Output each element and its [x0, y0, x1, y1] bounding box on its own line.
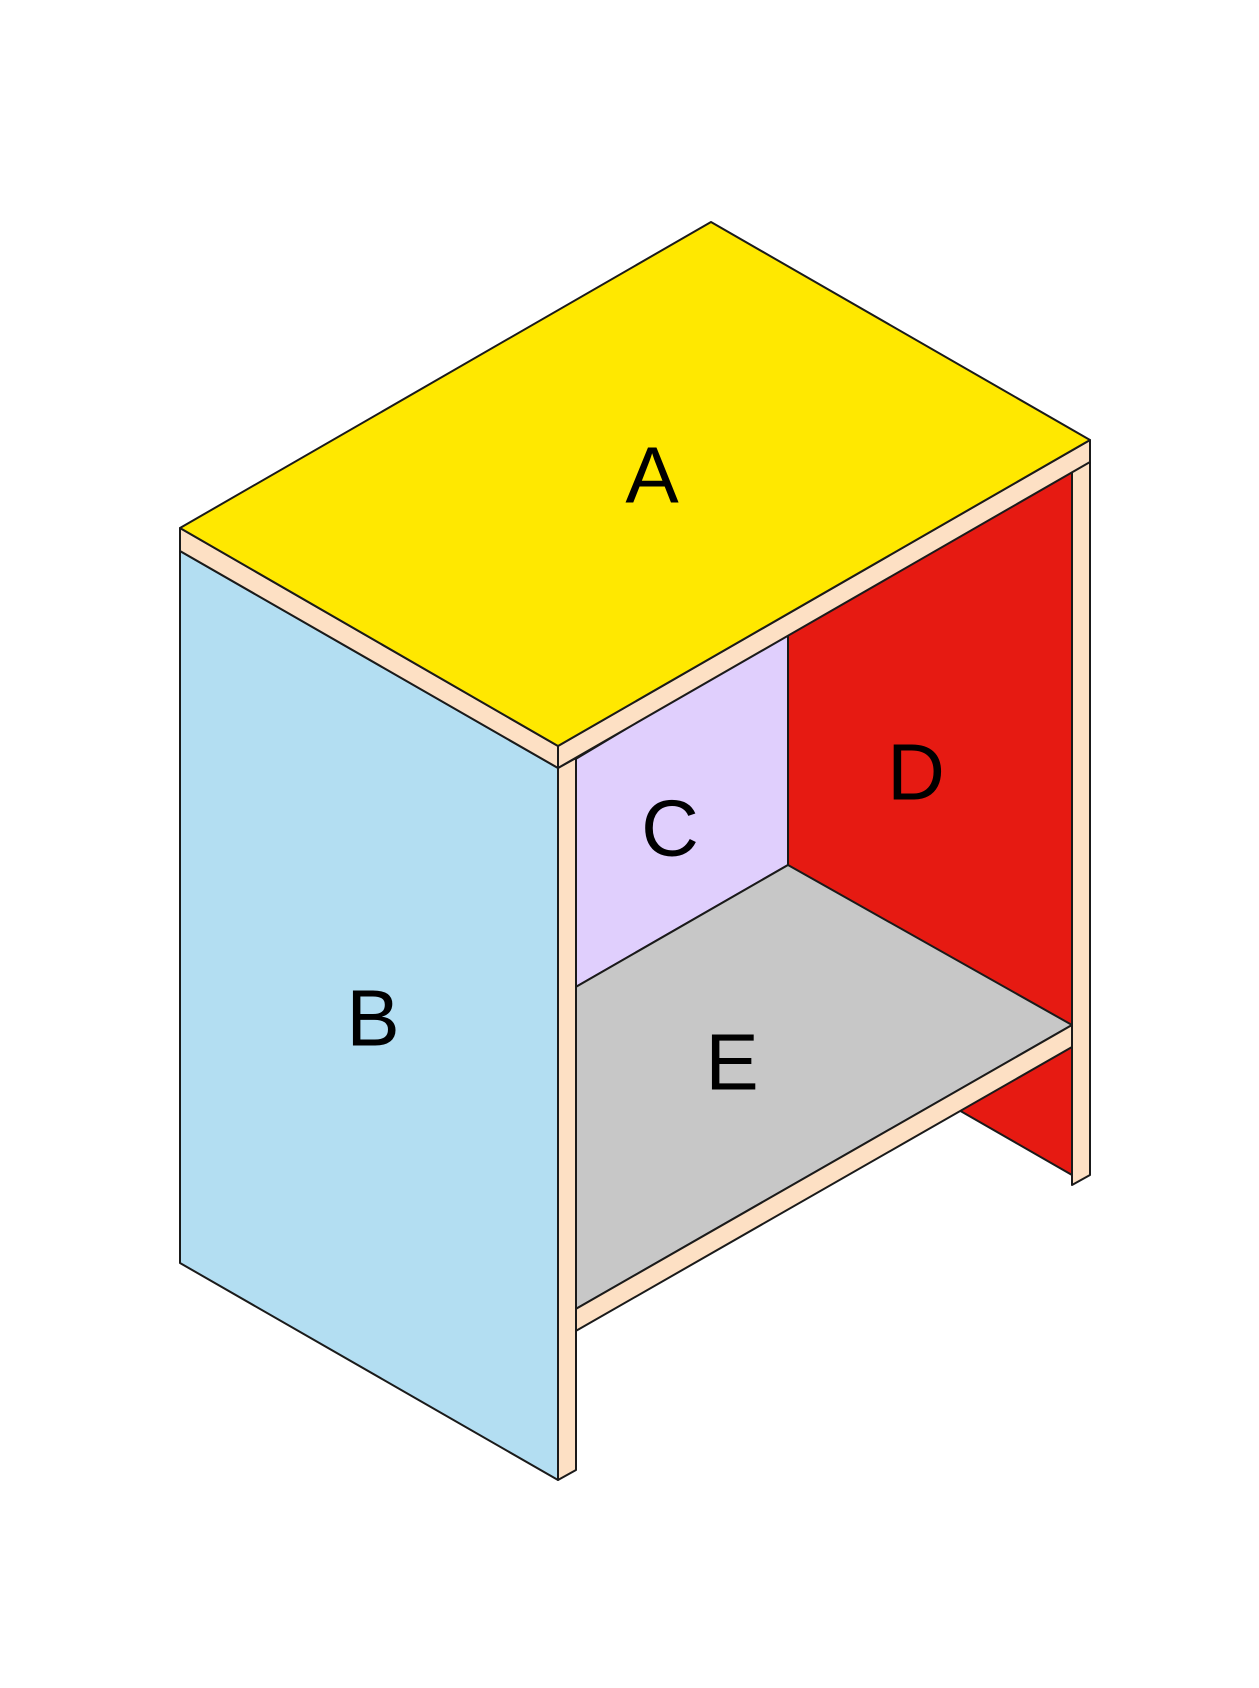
- label-c: C: [641, 784, 699, 873]
- panel-a-top: [179, 221, 1091, 747]
- left-panel-edge: [557, 757, 577, 1481]
- label-d: D: [887, 728, 945, 817]
- label-a: A: [625, 431, 679, 520]
- label-b: B: [346, 974, 399, 1063]
- label-e: E: [705, 1018, 758, 1107]
- right-panel-edge: [1071, 447, 1091, 1186]
